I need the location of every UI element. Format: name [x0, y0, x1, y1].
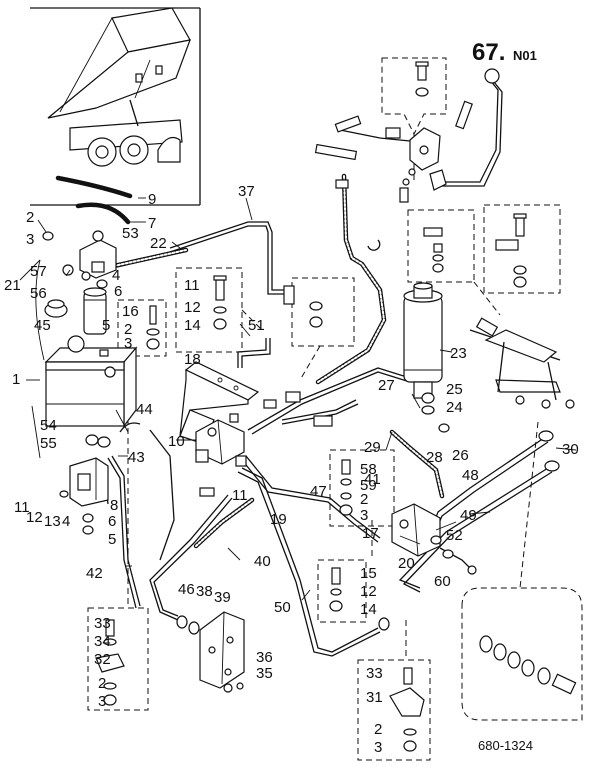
part-label-11-mid: 11	[232, 487, 248, 504]
part-label-12-left: 12	[26, 509, 43, 526]
part-label-23: 23	[450, 345, 467, 362]
part-label-8: 8	[110, 497, 118, 514]
part-label-4-left: 4	[62, 513, 70, 530]
part-label-28: 28	[426, 449, 443, 466]
part-label-14-box: 14	[184, 317, 201, 334]
part-label-55: 55	[40, 435, 57, 452]
clamp-bracket	[199, 611, 245, 689]
part-label-49: 49	[460, 507, 477, 524]
part-label-45: 45	[34, 317, 51, 334]
part-label-6-left: 6	[108, 513, 116, 530]
page-number-main: 67.	[472, 39, 505, 66]
part-label-11-left: 11	[14, 499, 30, 516]
part-label-36: 36	[256, 649, 273, 666]
part-label-2-lower-right: 2	[374, 721, 382, 738]
part-label-30: 30	[562, 441, 579, 458]
part-label-41: 41	[364, 471, 381, 488]
page-number-suffix: N01	[513, 48, 537, 63]
part-label-46: 46	[178, 581, 195, 598]
part-label-4-top: 4	[112, 267, 120, 284]
distribution-block	[391, 503, 441, 557]
part-label-10: 10	[168, 433, 185, 450]
part-label-29: 29	[364, 439, 381, 456]
part-label-34: 34	[94, 633, 111, 650]
control-valve	[195, 413, 245, 465]
part-label-33-left: 33	[94, 615, 111, 632]
part-label-39: 39	[214, 589, 231, 606]
part-label-32: 32	[94, 651, 111, 668]
part-label-47: 47	[310, 483, 327, 500]
part-label-37: 37	[238, 183, 255, 200]
part-label-56: 56	[30, 285, 47, 302]
part-label-7: 7	[148, 215, 156, 232]
part-label-22: 22	[150, 235, 167, 252]
battery	[44, 335, 138, 428]
mounting-bracket	[69, 457, 109, 507]
part-label-16: 16	[122, 303, 139, 320]
part-label-2-lower-left: 2	[98, 675, 106, 692]
part-labels: 9 7 37 2 3 53 22 57 21 56 4 6 5 45 1 16 …	[4, 183, 579, 756]
part-label-12-box2: 12	[360, 583, 377, 600]
part-label-38: 38	[196, 583, 213, 600]
part-label-9: 9	[148, 191, 156, 208]
part-label-20: 20	[398, 555, 415, 572]
linkage	[475, 317, 575, 409]
part-label-31: 31	[366, 689, 383, 706]
part-label-2-mid: 2	[360, 491, 368, 508]
part-label-57: 57	[30, 263, 47, 280]
part-label-43: 43	[128, 449, 145, 466]
part-label-3-lower-left: 3	[98, 693, 106, 710]
part-label-40: 40	[254, 553, 271, 570]
page-number: 67. N01	[472, 39, 537, 66]
part-label-27: 27	[378, 377, 395, 394]
part-label-17: 17	[362, 525, 379, 542]
fasteners	[42, 61, 577, 752]
part-label-6-top: 6	[114, 283, 122, 300]
hoses	[55, 173, 445, 549]
part-label-53: 53	[122, 225, 139, 242]
part-label-24: 24	[446, 399, 463, 416]
part-label-2: 2	[26, 209, 34, 226]
part-label-14-box2: 14	[360, 601, 377, 618]
part-label-3: 3	[26, 231, 34, 248]
pipework	[107, 79, 561, 657]
drawing-reference: 680-1324	[478, 738, 533, 753]
part-label-58: 58	[360, 461, 377, 478]
part-label-26: 26	[452, 447, 469, 464]
pump	[62, 230, 117, 281]
part-label-54: 54	[40, 417, 57, 434]
part-label-5-left: 5	[108, 531, 116, 548]
part-label-1: 1	[12, 371, 20, 388]
part-label-3-box: 3	[124, 335, 132, 352]
hydraulic-cylinder	[403, 282, 443, 399]
part-label-19: 19	[270, 511, 287, 528]
part-label-52: 52	[446, 527, 463, 544]
part-label-25: 25	[446, 381, 463, 398]
part-label-48: 48	[462, 467, 479, 484]
leader-lines	[19, 197, 577, 601]
part-label-18: 18	[184, 351, 201, 368]
part-label-60: 60	[434, 573, 451, 590]
part-label-42: 42	[86, 565, 103, 582]
part-label-3-mid: 3	[360, 507, 368, 524]
part-label-12-box: 12	[184, 299, 201, 316]
part-label-50: 50	[274, 599, 291, 616]
part-label-5-top: 5	[102, 317, 110, 334]
tipper-truck-inset	[30, 7, 201, 206]
part-label-44: 44	[136, 401, 153, 418]
filter	[44, 287, 107, 335]
part-label-59: 59	[360, 477, 377, 494]
part-label-51: 51	[248, 317, 265, 334]
part-label-11-box: 11	[184, 277, 200, 294]
part-label-3-lower-right: 3	[374, 739, 382, 756]
part-label-13: 13	[44, 513, 61, 530]
part-label-15: 15	[360, 565, 377, 582]
upper-lever-parts	[314, 68, 500, 203]
part-label-2-box: 2	[124, 321, 132, 338]
part-label-21: 21	[4, 277, 21, 294]
part-label-33-right: 33	[366, 665, 383, 682]
part-label-35: 35	[256, 665, 273, 682]
